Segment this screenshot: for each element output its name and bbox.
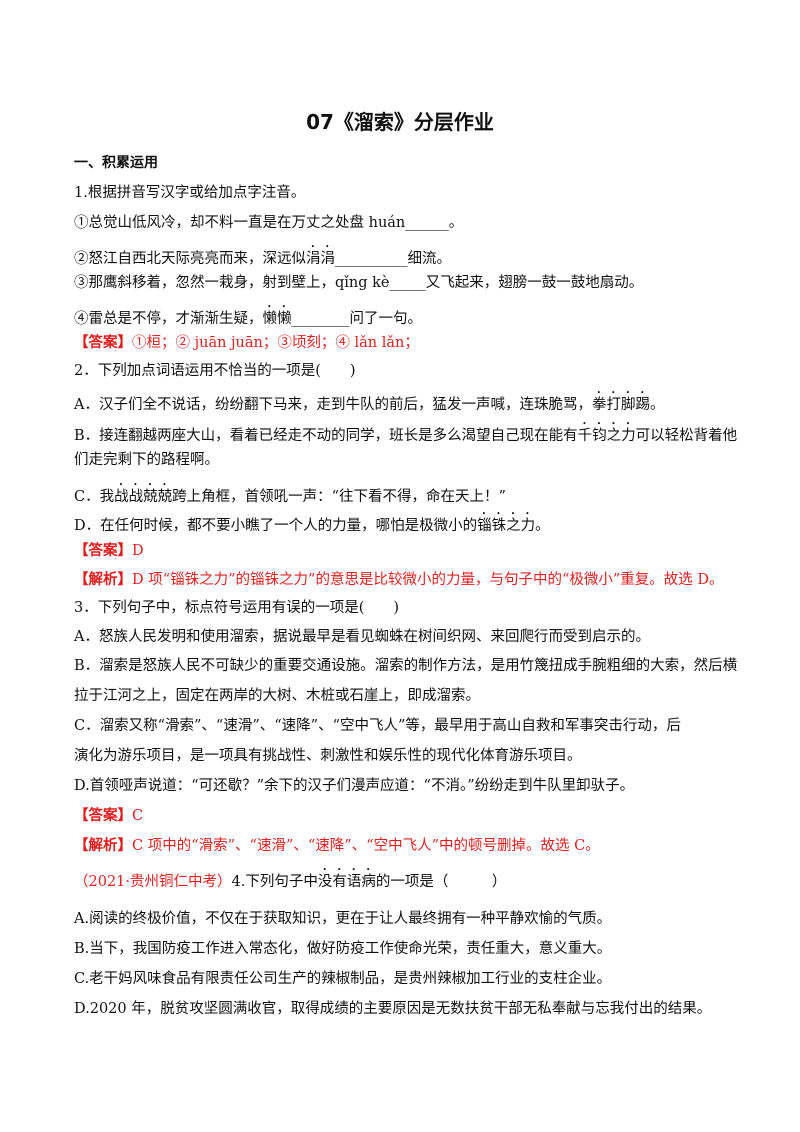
page-title: 07《溜索》分层作业 — [306, 110, 494, 134]
dotted-chars: 锱铢之力 — [477, 518, 536, 534]
q3-option-b-line-2: 拉于江河之上，固定在两岸的大树、木桩或石崖上，即成溜索。 — [74, 688, 480, 704]
q2-stem: 2．下列加点词语运用不恰当的一项是( ) — [74, 363, 356, 379]
q1-line-1: ①总觉山低风冷，却不料一直是在万丈之处盘 huán______。 — [74, 215, 464, 231]
q4-source: （2021·贵州铜仁中考） — [74, 874, 232, 890]
q2-answer: 【答案】D — [74, 542, 144, 559]
q1-line-4: ④雷总是不停，才渐渐生疑，懒懒________问了一句。 — [74, 311, 422, 327]
q4-option-a: A.阅读的终极价值，不仅在于获取知识，更在于让人最终拥有一种平静欢愉的气质。 — [74, 911, 612, 927]
dotted-chars: 千钧之力 — [577, 428, 636, 444]
q3-option-a: A．怒族人民发明和使用溜索，据说最早是看见蜘蛛在树间织网、来回爬行而受到启示的。 — [74, 629, 650, 645]
q3-answer: 【答案】C — [74, 807, 144, 824]
q3-stem: 3．下列句子中，标点符号运用有误的一项是( ) — [74, 600, 400, 616]
q4-option-d: D.2020 年，脱贫攻坚圆满收官，取得成绩的主要原因是无数扶贫干部无私奉献与忘… — [74, 1001, 712, 1017]
q3-option-c-line-2: 演化为游乐项目，是一项具有挑战性、刺激性和娱乐性的现代化体育游乐项目。 — [74, 748, 582, 764]
q4-option-c: C.老干妈风味食品有限责任公司生产的辣椒制品，是贵州辣椒加工行业的支柱企业。 — [74, 971, 612, 987]
q2-explanation: 【解析】D 项“锱铢之力”的锱铢之力”的意思是比较微小的力量，与句子中的“极微小… — [74, 571, 724, 588]
dotted-chars: 拳打脚踢 — [591, 397, 650, 413]
q3-explanation: 【解析】C 项中的“滑索”、“速滑”、“速降”、“空中飞人”中的顿号删掉。故选 … — [74, 837, 600, 854]
dotted-chars: 战战兢兢 — [114, 489, 173, 505]
q2-option-d: D．在任何时候，都不要小瞧了一个人的力量，哪怕是极微小的锱铢之力。 — [74, 518, 550, 534]
q2-option-c: C．我战战兢兢跨上角框，首领吼一声：“往下看不得，命在天上！” — [74, 489, 506, 505]
q2-option-a: A．汉子们全不说话，纷纷翻下马来，走到牛队的前后，猛发一声喊，连珠脆骂，拳打脚踢… — [74, 397, 665, 413]
section-heading: 一、积累运用 — [74, 155, 158, 171]
q1-line-2: ②怒江自西北天际亮亮而来，深远似涓涓__________细流。 — [74, 251, 451, 267]
q2-option-b-line-2: 们走完剩下的路程啊。 — [74, 452, 219, 468]
q3-option-b-line-1: B．溜索是怒族人民不可缺少的重要交通设施。溜索的制作方法，是用竹篾扭成手腕粗细的… — [74, 658, 738, 674]
q3-option-c-line-1: C．溜索又称“滑索”、“速滑”、“速降”、“空中飞人”等，最早用于高山自救和军事… — [74, 718, 681, 734]
dotted-chars: 没有语病 — [317, 874, 376, 890]
q1-stem: 1.根据拼音写汉字或给加点字注音。 — [74, 185, 306, 201]
dotted-chars: 涓涓 — [306, 251, 335, 267]
q2-option-b-line-1: B．接连翻越两座大山，看着已经走不动的同学，班长是多么渴望自己现在能有千钧之力可… — [74, 428, 738, 444]
dotted-chars: 懒懒 — [262, 311, 292, 327]
q1-line-3: ③那鹰斜移着，忽然一栽身，射到壁上，qǐng kè_____又飞起来，翅膀一鼓一… — [74, 275, 644, 291]
q4-stem: （2021·贵州铜仁中考）4.下列句子中没有语病的一项是（ ） — [74, 874, 507, 890]
q3-option-d: D.首领哑声说道：“可还歇？”余下的汉子们漫声应道：“不消。”纷纷走到牛队里卸驮… — [74, 778, 635, 794]
q4-option-b: B.当下，我国防疫工作进入常态化，做好防疫工作使命光荣，责任重大，意义重大。 — [74, 941, 612, 957]
q1-answer: 【答案】①桓；② juān juān；③顷刻；④ lǎn lǎn； — [74, 334, 419, 351]
